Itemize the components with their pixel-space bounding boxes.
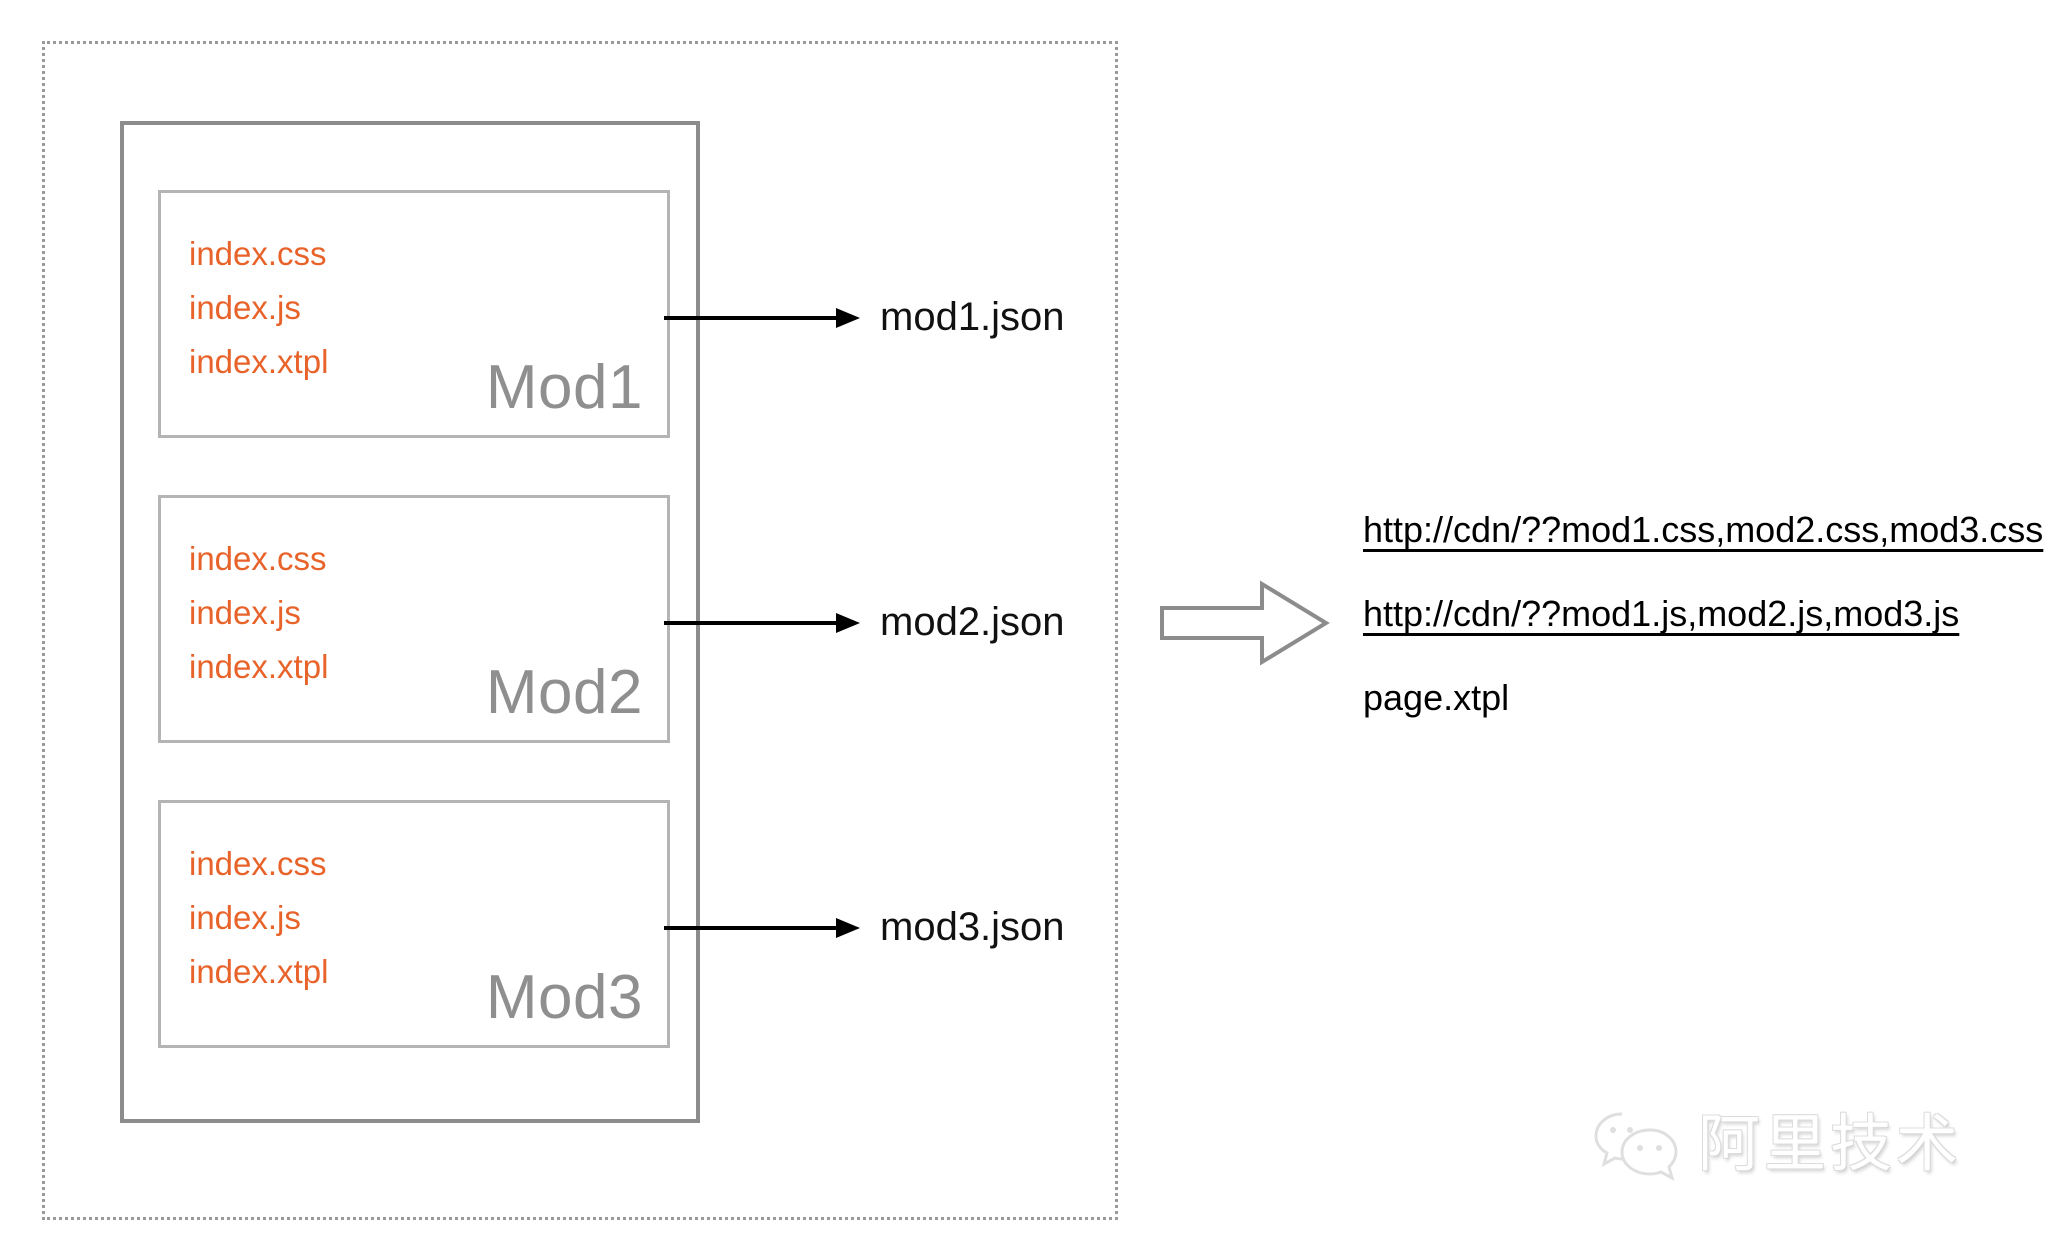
module-label-mod2: Mod2 — [485, 658, 643, 727]
wechat-icon — [1592, 1108, 1678, 1182]
module-label-mod1: Mod1 — [485, 353, 643, 422]
arrow-shaft — [664, 316, 842, 320]
module-box-mod2: index.css index.js index.xtpl Mod2 — [158, 495, 670, 743]
output-url-css[interactable]: http://cdn/??mod1.css,mod2.css,mod3.css — [1363, 509, 2044, 550]
combined-output-list: http://cdn/??mod1.css,mod2.css,mod3.css … — [1363, 509, 2044, 718]
file-list-mod3: index.css index.js index.xtpl — [189, 837, 328, 999]
arrow-shaft — [664, 926, 842, 930]
module-box-mod3: index.css index.js index.xtpl Mod3 — [158, 800, 670, 1048]
file-item-css: index.css — [189, 235, 327, 272]
output-label-mod3-json: mod3.json — [880, 905, 1065, 949]
file-list-mod2: index.css index.js index.xtpl — [189, 532, 328, 694]
file-item-js: index.js — [189, 594, 301, 631]
module-box-mod1: index.css index.js index.xtpl Mod1 — [158, 190, 670, 438]
module-label-mod3: Mod3 — [485, 963, 643, 1032]
file-item-css: index.css — [189, 845, 327, 882]
file-item-js: index.js — [189, 899, 301, 936]
file-item-xtpl: index.xtpl — [189, 343, 329, 380]
arrow-shaft — [664, 621, 842, 625]
file-item-xtpl: index.xtpl — [189, 648, 329, 685]
arrow-head — [836, 308, 860, 328]
file-item-js: index.js — [189, 289, 301, 326]
watermark: 阿里技术 — [1592, 1108, 1962, 1182]
file-item-css: index.css — [189, 540, 327, 577]
arrow-mod2-to-json-icon — [664, 611, 860, 635]
arrow-head — [836, 918, 860, 938]
outer-dotted-frame — [42, 41, 1118, 1220]
arrow-mod1-to-json-icon — [664, 306, 860, 330]
output-label-mod1-json: mod1.json — [880, 295, 1065, 339]
watermark-text: 阿里技术 — [1698, 1110, 1963, 1179]
output-label-mod2-json: mod2.json — [880, 600, 1065, 644]
file-list-mod1: index.css index.js index.xtpl — [189, 227, 328, 389]
output-file-page-xtpl: page.xtpl — [1363, 677, 1510, 718]
arrow-mod3-to-json-icon — [664, 916, 860, 940]
file-item-xtpl: index.xtpl — [189, 953, 329, 990]
block-arrow-right-icon — [1158, 578, 1330, 668]
arrow-head — [836, 613, 860, 633]
output-url-js[interactable]: http://cdn/??mod1.js,mod2.js,mod3.js — [1363, 593, 1960, 634]
